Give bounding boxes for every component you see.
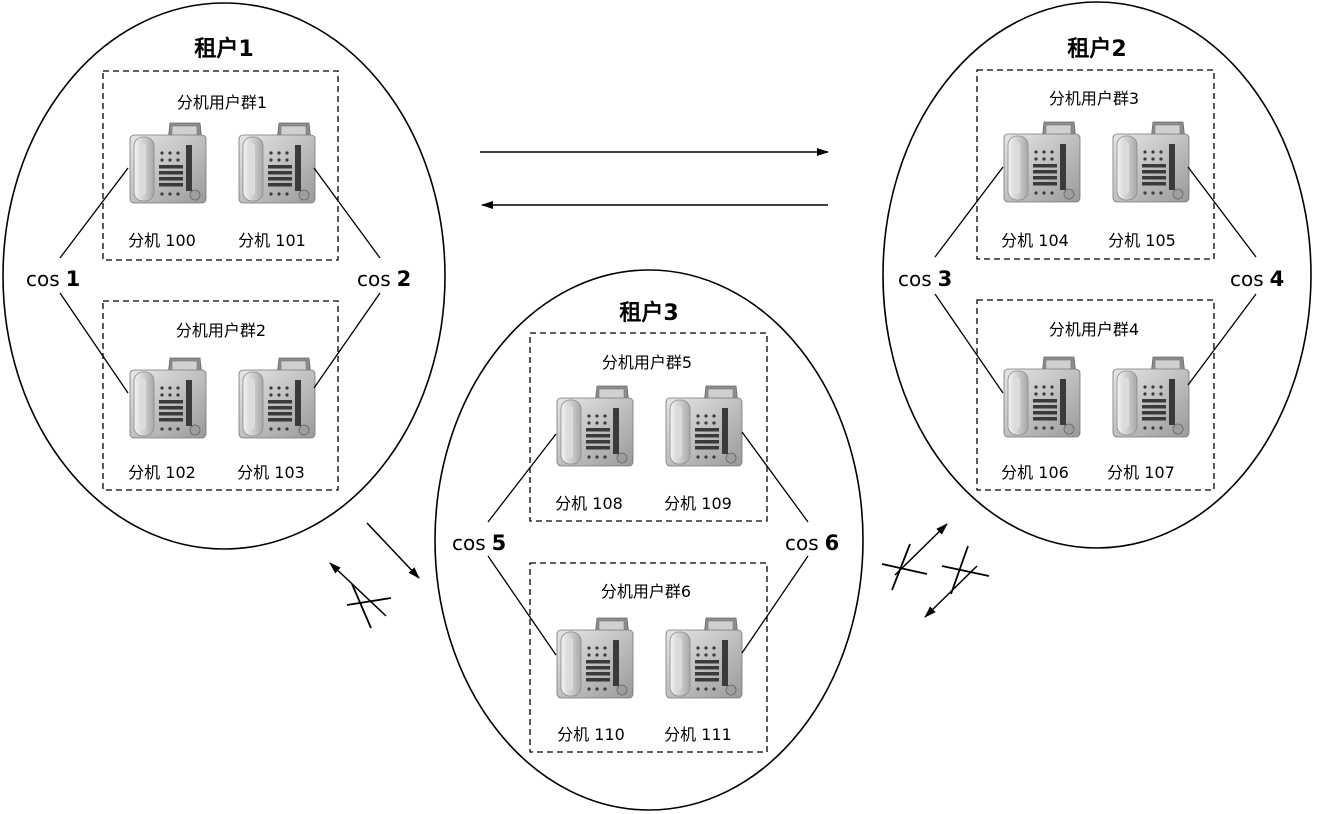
tenant-2: 租户2 分机用户群3 分机 104 分机 105 分机用户群4 分机 106 分… (883, 2, 1311, 548)
arrow-diagonal-blocked (895, 524, 947, 575)
cos-prefix: cos (898, 267, 932, 291)
desk-telephone-icon (239, 358, 315, 438)
block-cross-icon (942, 546, 989, 594)
cos-connector (488, 434, 556, 522)
group-title: 分机用户群6 (601, 582, 691, 601)
group-title: 分机用户群5 (602, 353, 692, 372)
cos-connector (60, 293, 128, 393)
desk-telephone-icon (1113, 357, 1189, 437)
cos-number: 2 (397, 267, 412, 291)
cos-prefix: cos (26, 267, 60, 291)
cos-connector (488, 556, 556, 655)
cos-number: 6 (825, 531, 840, 555)
cos-number: 5 (492, 531, 507, 555)
group-title: 分机用户群2 (176, 321, 266, 340)
cos-connector (314, 168, 380, 258)
extension-label: 分机 103 (237, 463, 305, 482)
arrow-diagonal (367, 523, 419, 578)
cos-connector (742, 432, 808, 522)
extension-label: 分机 108 (555, 494, 623, 513)
group-title: 分机用户群1 (177, 93, 267, 112)
extension-label: 分机 100 (128, 231, 196, 250)
group-title: 分机用户群4 (1049, 320, 1139, 339)
desk-telephone-icon (1004, 357, 1080, 437)
desk-telephone-icon (130, 358, 206, 438)
arrow-diagonal-blocked (330, 563, 386, 616)
extension-label: 分机 110 (557, 725, 625, 744)
cos-number: 3 (938, 267, 953, 291)
extension-label: 分机 111 (664, 725, 732, 744)
extension-label: 分机 104 (1001, 231, 1069, 250)
cos-prefix: cos (357, 267, 391, 291)
tenant-3: 租户3 分机用户群5 分机 108 分机 109 分机用户群6 分机 110 分… (435, 270, 863, 810)
desk-telephone-icon (557, 386, 633, 466)
tenant-title: 租户1 (194, 36, 253, 62)
cos-connector (1188, 294, 1256, 385)
extension-label: 分机 105 (1108, 231, 1176, 250)
cos-prefix: cos (1230, 267, 1264, 291)
group-title: 分机用户群3 (1049, 89, 1139, 108)
extension-label: 分机 102 (128, 463, 196, 482)
desk-telephone-icon (239, 123, 315, 203)
tenant-title: 租户3 (619, 300, 678, 326)
extension-label: 分机 101 (238, 231, 306, 250)
desk-telephone-icon (130, 123, 206, 203)
extension-label: 分机 106 (1001, 463, 1069, 482)
cos-number: 4 (1270, 267, 1285, 291)
cos-connector (1188, 167, 1256, 257)
extension-label: 分机 107 (1107, 463, 1175, 482)
cos-prefix: cos (785, 531, 819, 555)
cos-number: 1 (66, 267, 81, 291)
cos-connector (60, 168, 128, 258)
call-arrows (330, 152, 989, 628)
desk-telephone-icon (1004, 122, 1080, 202)
cos-connector (935, 167, 1003, 257)
tenant-title: 租户2 (1067, 36, 1126, 62)
cos-connector (935, 294, 1003, 393)
desk-telephone-icon (666, 618, 742, 698)
cos-connector (314, 293, 380, 388)
cos-connector (742, 556, 808, 653)
block-cross-icon (347, 584, 391, 628)
tenant-1: 租户1 分机用户群1 分机 100 分机 101 分机用户群2 分机 102 分… (3, 3, 445, 549)
desk-telephone-icon (557, 618, 633, 698)
extension-label: 分机 109 (664, 494, 732, 513)
cos-prefix: cos (452, 531, 486, 555)
desk-telephone-icon (1113, 122, 1189, 202)
desk-telephone-icon (666, 386, 742, 466)
